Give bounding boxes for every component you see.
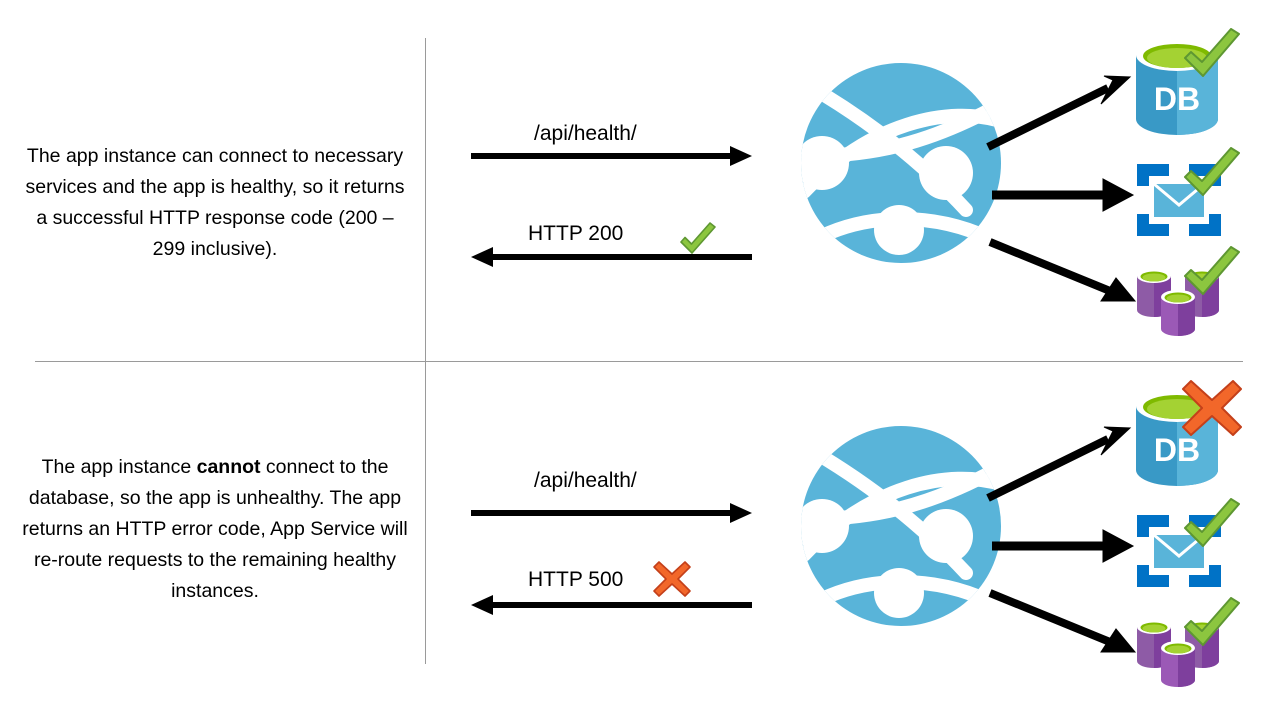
app-service-globe-icon xyxy=(798,60,1004,266)
response-label-healthy: HTTP 200 xyxy=(528,222,624,245)
arrow-head xyxy=(471,247,493,267)
check-icon xyxy=(1181,246,1243,304)
response-arrow-healthy xyxy=(471,247,752,267)
arrow-shaft xyxy=(491,254,752,260)
request-arrow-unhealthy xyxy=(471,503,752,523)
arrow-shaft xyxy=(471,510,732,516)
storage-service-icon-healthy xyxy=(1133,264,1225,338)
arrow-shaft xyxy=(491,602,752,608)
request-arrow-healthy xyxy=(471,146,752,166)
healthy-description-text: The app instance can connect to necessar… xyxy=(25,145,405,260)
check-icon xyxy=(1181,597,1243,655)
unhealthy-description-text: The app instance cannot connect to the d… xyxy=(22,456,408,602)
arrow-shaft xyxy=(471,153,732,159)
check-icon xyxy=(678,222,718,260)
app-service-globe-icon xyxy=(798,423,1004,629)
response-label-unhealthy: HTTP 500 xyxy=(528,568,624,591)
column-divider-vertical xyxy=(425,38,426,664)
check-icon xyxy=(1181,28,1243,86)
service-connection-arrows-healthy xyxy=(970,55,1150,310)
check-icon xyxy=(1181,498,1243,556)
arrow-head xyxy=(730,146,752,166)
check-icon xyxy=(1181,147,1243,205)
arrow-head xyxy=(471,595,493,615)
response-arrow-unhealthy xyxy=(471,595,752,615)
request-label-healthy: /api/health/ xyxy=(534,122,637,145)
service-connection-arrows-unhealthy xyxy=(970,406,1150,661)
arrow-head xyxy=(730,503,752,523)
cross-icon xyxy=(1181,379,1243,437)
request-label-unhealthy: /api/health/ xyxy=(534,469,637,492)
cross-icon xyxy=(652,560,692,598)
row-divider-horizontal xyxy=(35,361,1243,362)
